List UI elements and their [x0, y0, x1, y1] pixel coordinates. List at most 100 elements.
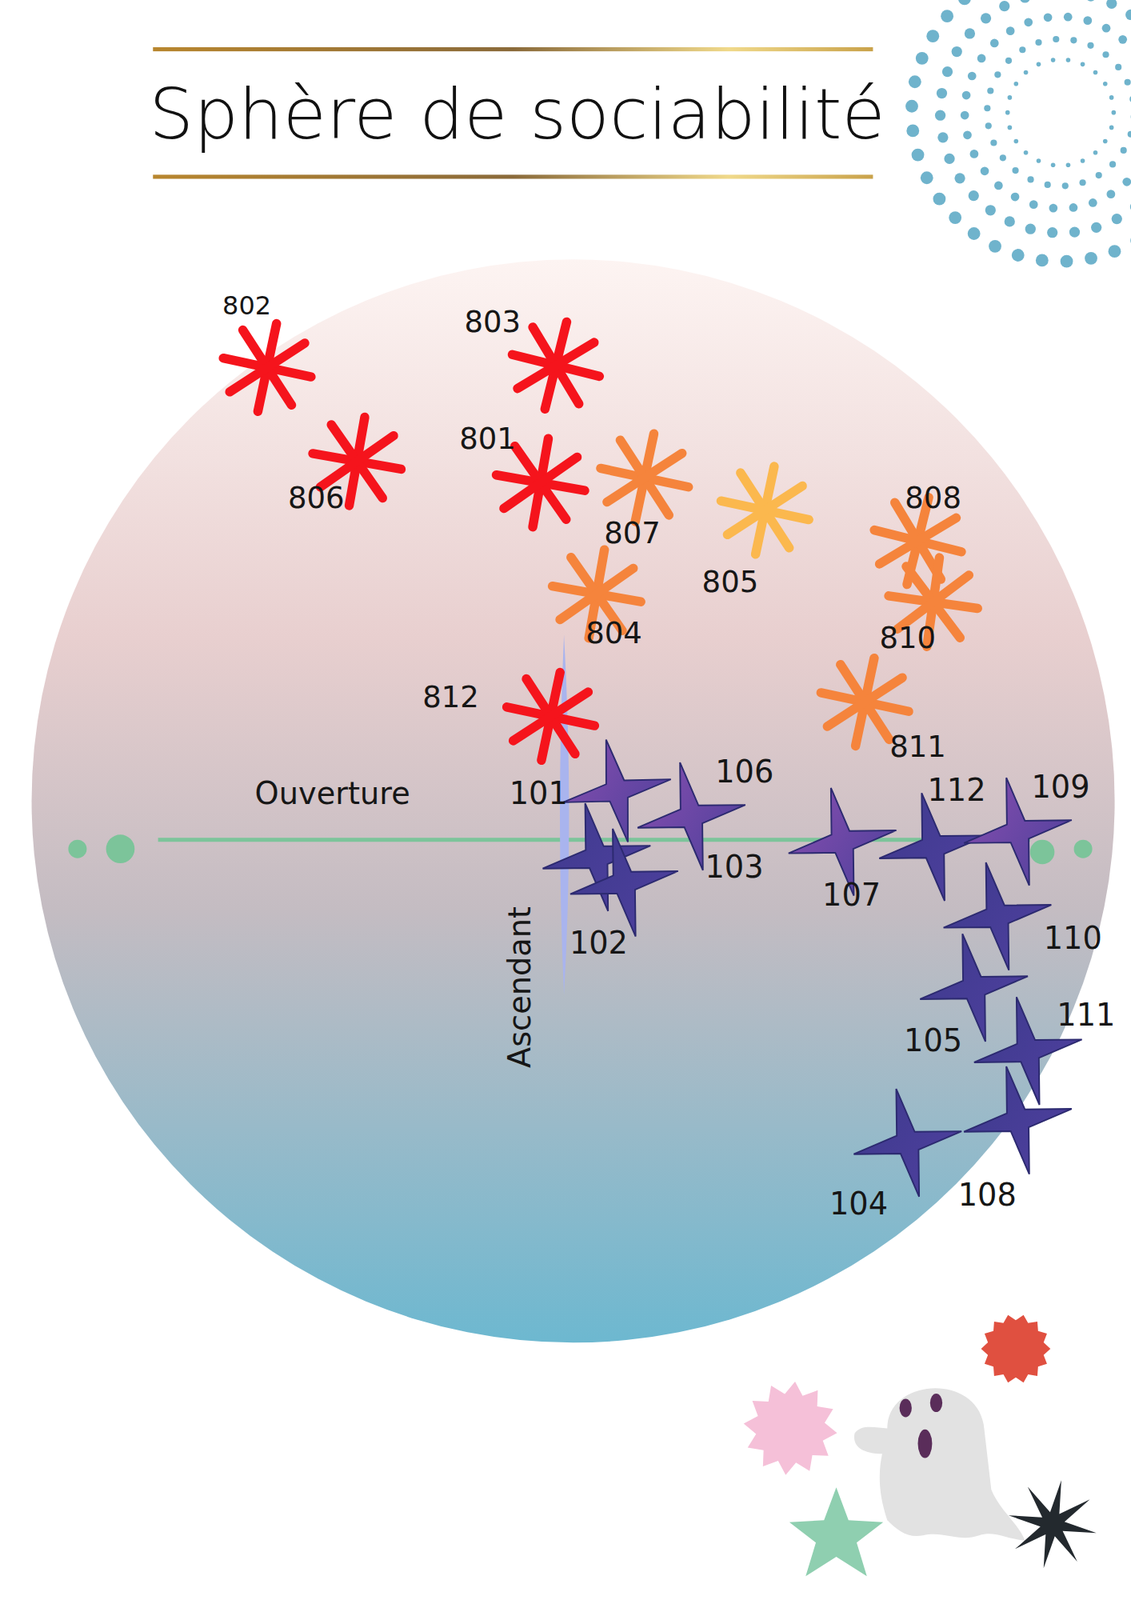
decor-dot: [915, 51, 929, 65]
callout-number: 808: [904, 483, 962, 513]
decor-dot: [1005, 57, 1012, 64]
decor-dot: [990, 39, 1000, 48]
decor-dot: [1069, 203, 1079, 212]
decor-dot: [908, 75, 922, 88]
decor-dot: [960, 111, 970, 120]
decor-dot: [1120, 147, 1128, 154]
callout-number: 108: [958, 1179, 1017, 1211]
decor-dot: [967, 227, 981, 240]
decor-dot: [1062, 182, 1069, 189]
decor-dot: [1102, 51, 1109, 58]
decor-dot: [1109, 125, 1115, 131]
decor-dot: [967, 71, 977, 81]
decor-dot: [1051, 162, 1056, 168]
decor-dot: [905, 99, 919, 113]
decor-dot: [994, 181, 1004, 191]
decor-dot: [958, 0, 972, 5]
decor-dot: [990, 139, 997, 146]
decor-dot: [936, 87, 948, 99]
decor-dot: [1011, 167, 1019, 174]
decor-dot: [1130, 234, 1131, 248]
decor-dot: [1043, 12, 1053, 22]
title: Sphère de sociabilité: [148, 79, 885, 150]
decor-dot: [1048, 203, 1058, 213]
callout-number: 810: [879, 622, 936, 652]
decor-dot: [1084, 251, 1098, 265]
decor-dot: [1035, 253, 1049, 267]
decor-dot: [994, 71, 1001, 78]
decor-dot: [1085, 0, 1096, 2]
axis-label: Ascendant: [504, 906, 536, 1068]
callout-number: 803: [464, 306, 522, 336]
decor-dot: [1036, 62, 1042, 68]
decor-dot: [964, 27, 976, 39]
decor-dot: [937, 131, 948, 143]
callout-number: 110: [1043, 923, 1103, 954]
decor-dot: [906, 124, 920, 138]
decor-dot: [1006, 26, 1016, 36]
decor-dot: [1063, 12, 1073, 22]
callout-number: 109: [1031, 771, 1090, 803]
decor-dot: [1091, 222, 1102, 233]
callout-number: 805: [702, 566, 760, 596]
decor-dot: [935, 110, 946, 121]
decor-dot: [1080, 62, 1086, 68]
decor-dot: [1107, 189, 1116, 199]
decor-dot: [1069, 226, 1080, 237]
decor-dot: [951, 46, 963, 57]
callout-number: 811: [889, 731, 947, 762]
callout-number: 104: [829, 1187, 888, 1219]
decor-dot: [1023, 150, 1029, 156]
decor-dot: [1125, 9, 1131, 20]
callout-number: 103: [704, 851, 764, 883]
decor-dot: [963, 130, 972, 140]
decor-dot: [985, 204, 996, 216]
callout-number: 812: [422, 681, 480, 712]
decor-dot: [1088, 198, 1098, 208]
decor-dot: [911, 148, 925, 162]
decor-dot: [1051, 57, 1056, 63]
decor-dot: [1047, 227, 1058, 238]
decor-dot: [968, 190, 980, 201]
decor-dot: [1109, 160, 1116, 168]
decor-dot: [1093, 70, 1099, 76]
decor-dot: [954, 172, 965, 184]
callout-number: 102: [569, 927, 628, 959]
decor-dot: [988, 239, 1002, 253]
callout-number: 105: [903, 1024, 963, 1056]
decor-dot: [1118, 35, 1128, 44]
decor-dot: [962, 91, 972, 100]
callout-number: 112: [927, 775, 986, 806]
decor-dot: [970, 149, 980, 159]
decor-dot: [1013, 139, 1019, 144]
decor-dot: [1027, 175, 1034, 183]
callout-number: 111: [1056, 999, 1116, 1030]
decor-dot: [985, 122, 992, 129]
decor-dot: [1083, 15, 1092, 25]
decor-dot: [1103, 81, 1108, 87]
decor-dot: [926, 29, 940, 43]
decor-dot: [1115, 63, 1122, 71]
decor-dot: [980, 12, 992, 24]
decor-dot: [1111, 110, 1117, 116]
decor-dot: [1103, 139, 1108, 144]
decor-dot: [942, 66, 953, 77]
decor-dot: [1013, 81, 1019, 87]
decor-dot: [1004, 215, 1016, 227]
decor-dot: [999, 0, 1010, 12]
decor-dot: [940, 9, 954, 23]
decor-dot: [977, 54, 987, 64]
decor-dot: [1129, 95, 1131, 103]
decor-dot: [1005, 110, 1011, 116]
decor-dot: [1007, 125, 1013, 131]
decor-dot: [999, 154, 1007, 161]
decor-dot: [1122, 177, 1131, 187]
decor-dot: [1070, 36, 1077, 44]
decor-dot: [1111, 213, 1123, 224]
decor-dot: [1079, 179, 1086, 186]
decor-dot: [1127, 131, 1131, 138]
decor-dot: [948, 211, 962, 224]
axis-label: Ouverture: [255, 778, 411, 809]
decor-dot: [1044, 181, 1052, 188]
